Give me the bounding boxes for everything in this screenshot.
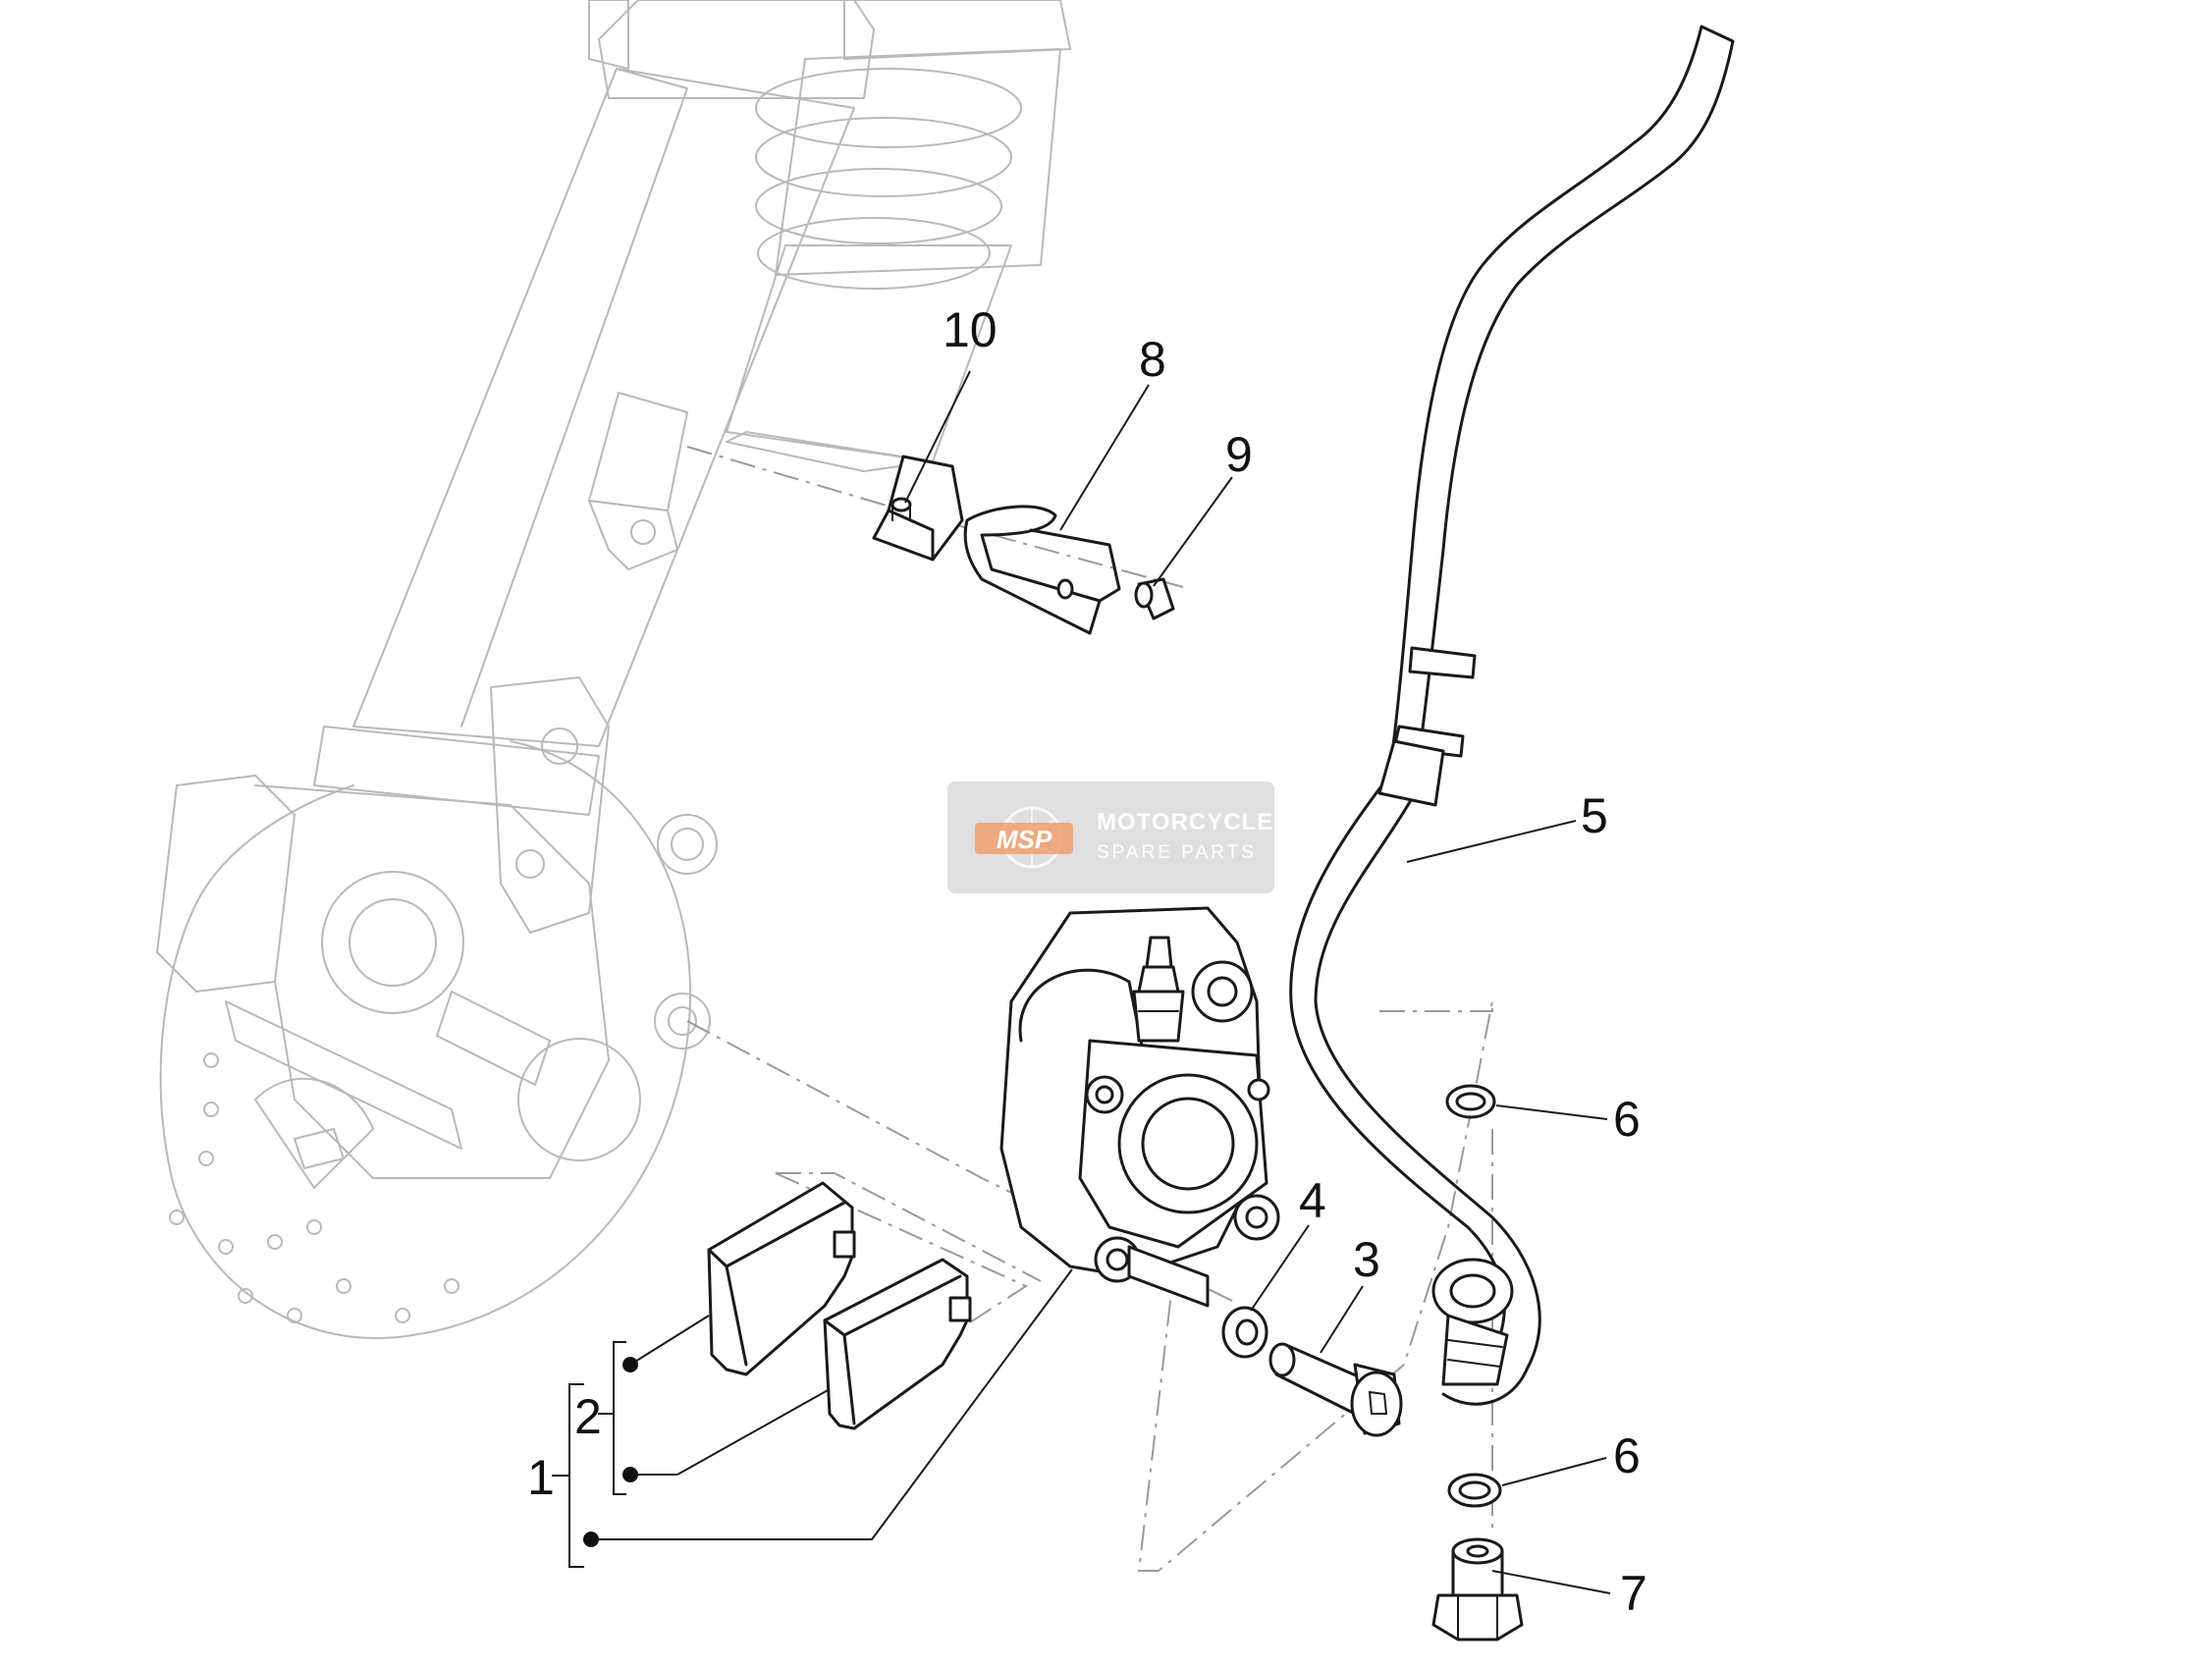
callout-7: 7 <box>1620 1566 1647 1621</box>
watermark-line-1: MOTORCYCLE <box>1097 809 1274 835</box>
callout-8: 8 <box>1139 332 1166 387</box>
part-4-washer <box>1221 1306 1268 1359</box>
part-6-washer-upper <box>1445 1084 1496 1119</box>
part-10-clip <box>872 455 964 562</box>
part-7-banjo-bolt <box>1431 1537 1524 1641</box>
callout-10: 10 <box>943 302 998 357</box>
callout-9: 9 <box>1225 427 1253 482</box>
callout-3: 3 <box>1353 1232 1380 1287</box>
leader-lines <box>552 370 1611 1594</box>
callout-6-upper: 6 <box>1613 1092 1641 1147</box>
callout-2: 2 <box>574 1389 602 1444</box>
svg-text:MSP: MSP <box>997 825 1052 854</box>
watermark-badge: MSP MOTORCYCLE SPARE PARTS <box>947 781 1274 893</box>
part-2-brake-pad-front <box>707 1181 856 1376</box>
callout-4: 4 <box>1299 1173 1326 1228</box>
part-2-brake-pad-rear <box>823 1258 972 1430</box>
watermark-line-2: SPARE PARTS <box>1097 842 1257 863</box>
disc-holes <box>169 1052 459 1323</box>
part-3-caliper-bolt <box>1268 1342 1403 1437</box>
part-1-brake-caliper <box>999 906 1280 1308</box>
part-8-hose-clamp <box>963 505 1121 635</box>
ghost-fork-assembly <box>156 0 1071 1340</box>
msp-logo-icon: MSP <box>975 806 1073 869</box>
callout-6-lower: 6 <box>1613 1428 1641 1483</box>
part-6-washer-lower <box>1447 1473 1502 1508</box>
part-9-screw <box>1134 577 1175 620</box>
callout-1: 1 <box>527 1450 555 1505</box>
reference-dots <box>583 1357 638 1547</box>
callout-labels: 10 8 9 5 6 6 7 4 3 2 1 <box>527 302 1647 1621</box>
part-5-brake-hose <box>1289 25 1735 1406</box>
callout-5: 5 <box>1581 788 1608 843</box>
alignment-lines <box>686 446 1493 1572</box>
